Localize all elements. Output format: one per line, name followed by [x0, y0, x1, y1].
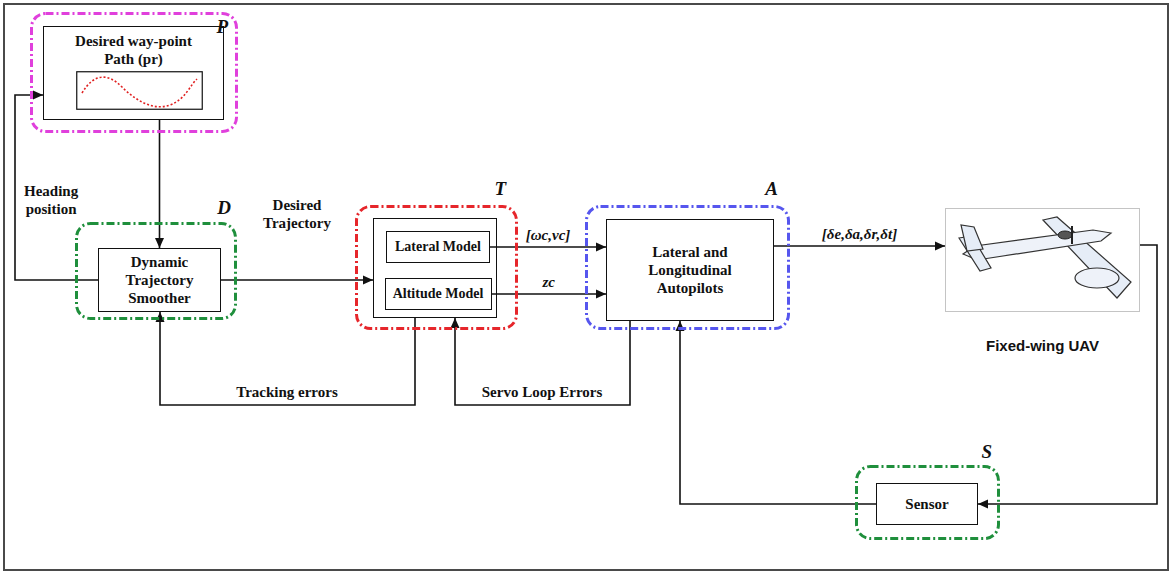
connector	[221, 276, 373, 285]
model-box: Lateral Model	[386, 231, 490, 263]
connector-line	[978, 245, 1157, 504]
connector-line	[455, 318, 630, 405]
connector-line	[680, 321, 876, 504]
box-text: Dynamic Trajectory Smoother	[125, 253, 193, 307]
arrow-head	[363, 276, 373, 285]
box-text: Sensor	[905, 495, 948, 513]
connector-line	[490, 246, 606, 248]
connector-line	[221, 279, 373, 281]
sensor-box: Sensor	[876, 483, 978, 525]
autopilot-box: Lateral and Longitudinal Autopilots	[606, 219, 774, 321]
edge-label: [δe,δa,δr,δt]	[820, 225, 899, 243]
box-text: Lateral and Longitudinal Autopilots	[648, 243, 731, 297]
model-box: Altitude Model	[385, 278, 492, 310]
group-letter: S	[981, 441, 992, 463]
connector-line	[159, 120, 161, 248]
connector	[676, 321, 877, 504]
edge-label: [ωc,vc]	[524, 226, 573, 244]
path-box: Desired way-point Path (pr)	[43, 26, 224, 120]
group-letter: A	[765, 178, 778, 200]
arrow-head	[155, 238, 164, 248]
edge-label: zc	[541, 273, 558, 291]
arrow-head	[978, 500, 988, 509]
uav-illustration	[945, 208, 1140, 312]
connector-line	[492, 293, 607, 295]
process-box: Dynamic Trajectory Smoother	[98, 248, 221, 312]
arrow-head	[596, 243, 606, 252]
edge-label: Desired Trajectory	[261, 196, 333, 232]
connector	[15, 91, 98, 281]
box-text: Lateral Model	[395, 238, 481, 256]
arrow-head	[935, 242, 945, 251]
edge-label: Tracking errors	[234, 383, 340, 401]
edge-label: Servo Loop Errors	[480, 383, 605, 401]
group-letter: D	[217, 197, 231, 219]
edge-label: Heading position	[22, 182, 80, 218]
connector	[451, 318, 631, 405]
connector	[155, 120, 164, 248]
model-container	[373, 218, 497, 318]
box-text: Desired way-point Path (pr)	[61, 32, 207, 68]
connector-line	[774, 245, 945, 247]
group-region: TLateral ModelAltitude Model	[355, 205, 518, 330]
path-plot	[76, 71, 203, 110]
group-region: P Desired way-point Path (pr)	[30, 12, 238, 133]
group-region: ALateral and Longitudinal Autopilots	[585, 205, 790, 330]
group-outline	[355, 205, 518, 330]
arrow-head	[33, 91, 43, 100]
box-text: Altitude Model	[393, 285, 484, 303]
group-region: SSensor	[855, 465, 1000, 540]
connector	[156, 312, 416, 405]
group-outline	[30, 12, 238, 133]
group-letter: T	[494, 178, 506, 200]
arrow-head	[451, 318, 460, 328]
group-region: DDynamic Trajectory Smoother	[75, 222, 237, 320]
connector-line	[160, 312, 415, 405]
connector-line	[15, 95, 98, 280]
uav-frame: Fixed-wing UAV	[945, 208, 1140, 312]
uav-caption: Fixed-wing UAV	[946, 337, 1139, 355]
group-letter: P	[216, 16, 228, 38]
connector	[978, 245, 1157, 509]
arrow-head	[596, 290, 606, 299]
